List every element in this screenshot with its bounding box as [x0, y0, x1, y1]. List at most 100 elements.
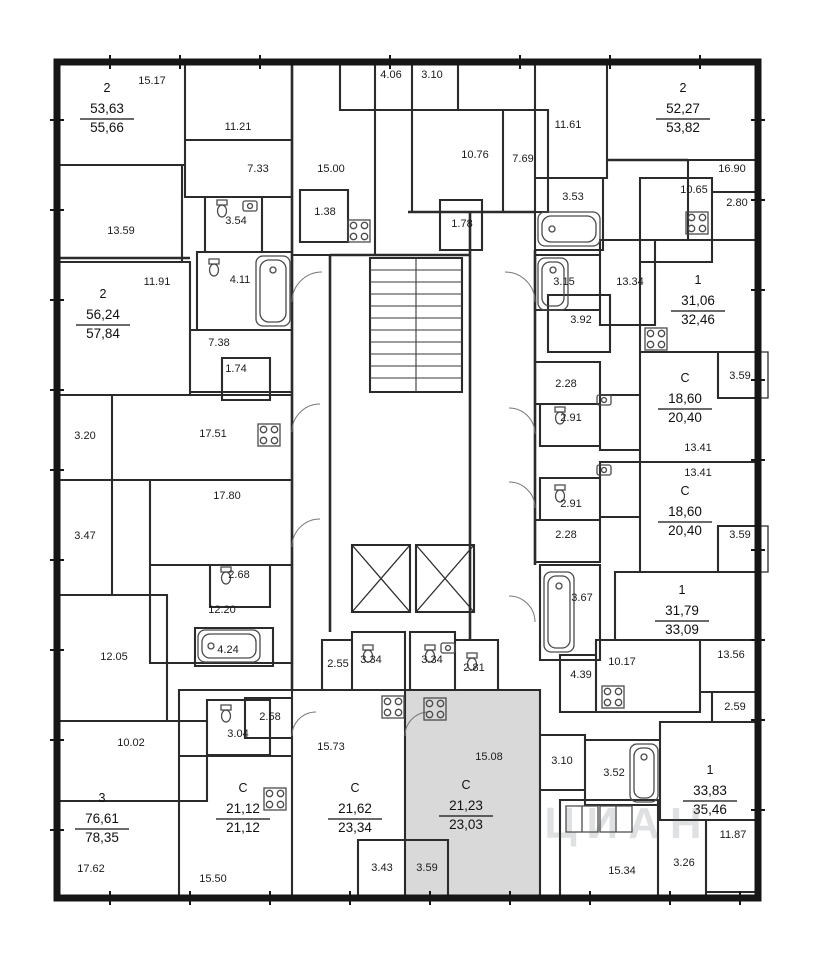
structural-walls [57, 62, 688, 690]
room-area-label: 2.68 [228, 569, 249, 581]
room-area-label: 17.80 [213, 490, 241, 502]
room-area-label: 11.91 [144, 276, 171, 288]
room-area-label: 10.65 [680, 184, 708, 196]
apartment-living-area: 21,62 [338, 801, 372, 816]
stove-icon [257, 423, 281, 447]
apartment-total-area: 53,82 [666, 120, 700, 135]
staircase [368, 256, 464, 394]
apartment-stamp: 3 76,61 78,35 [75, 791, 129, 845]
apartment-stamp: 2 52,27 53,82 [656, 81, 710, 135]
sink-icon [596, 464, 612, 476]
apartment-type: С [680, 484, 689, 498]
apartment-stamp: С 18,60 20,40 [658, 371, 712, 425]
room-area-label: 16.90 [718, 163, 746, 175]
room-area-label: 7.33 [247, 163, 268, 175]
room-area-label: 11.61 [555, 119, 582, 131]
toilet-icon [362, 644, 374, 663]
apartment-type: С [461, 778, 470, 792]
apartment-stamp: 2 53,63 55,66 [80, 81, 134, 135]
stove-icon [423, 697, 447, 721]
apartment-type: 1 [707, 763, 714, 777]
room-area-label: 12.05 [100, 651, 128, 663]
sink-icon [440, 642, 456, 654]
room-area-label: 3.20 [74, 430, 95, 442]
room-area-label: 2.81 [463, 662, 484, 674]
stair-steps [370, 258, 462, 392]
apartment-total-area: 20,40 [668, 523, 702, 538]
apartment-type: 1 [679, 583, 686, 597]
room-area-label: 3.34 [421, 654, 442, 666]
room-area-label: 17.51 [199, 428, 227, 440]
room-labels: 15.17 11.21 4.06 3.10 11.61 10.76 7.69 1… [74, 69, 750, 885]
apartment-type: 2 [100, 287, 107, 301]
stove-icon [601, 685, 625, 709]
room-area-label: 11.87 [720, 829, 747, 841]
apartment-total-area: 57,84 [86, 326, 120, 341]
bathtub-icon [543, 571, 575, 653]
door-arcs [291, 271, 536, 737]
apartment-stamp-selected[interactable]: С 21,23 23,03 [439, 778, 493, 832]
bathtub-icon [537, 257, 569, 311]
room-area-label: 3.10 [421, 69, 442, 81]
elevator-cross-icon [351, 544, 475, 613]
room-area-label: 13.41 [684, 442, 712, 454]
stair-shaft [368, 256, 464, 394]
room-area-label: 15.17 [138, 75, 166, 87]
toilet-icon [466, 652, 478, 671]
toilet-icon [220, 704, 232, 723]
apartment-type: С [680, 371, 689, 385]
toilet-icon [554, 484, 566, 503]
room-area-label: 3.52 [603, 767, 624, 779]
apartment-total-area: 20,40 [668, 410, 702, 425]
room-area-label: 3.59 [729, 529, 750, 541]
room-area-label: 3.59 [416, 862, 437, 874]
room-area-label: 3.47 [74, 530, 95, 542]
apartment-type: С [350, 781, 359, 795]
stove-icon [347, 219, 371, 243]
room-area-label: 13.59 [107, 225, 135, 237]
bathtub-icon [197, 629, 261, 663]
room-area-label: 2.58 [259, 711, 280, 723]
apartment-living-area: 53,63 [90, 101, 124, 116]
room-area-label: 4.11 [230, 274, 251, 286]
room-area-label: 13.56 [717, 649, 745, 661]
apartment-stamp: 1 31,06 32,46 [671, 273, 725, 327]
elevators [350, 543, 476, 614]
apartment-living-area: 33,83 [693, 783, 727, 798]
selected-apartment-highlight[interactable] [405, 690, 540, 898]
room-area-label: 15.73 [317, 741, 345, 753]
room-area-label: 3.59 [729, 370, 750, 382]
room-area-label: 11.21 [225, 121, 252, 133]
apartment-stamps: 2 53,63 55,66 2 52,27 53,82 2 56,24 57,8… [75, 81, 737, 845]
elevator-shafts [350, 543, 476, 614]
room-area-label: 15.00 [317, 163, 345, 175]
toilet-icon [220, 566, 232, 585]
room-area-label: 15.08 [475, 751, 503, 763]
apartment-type: 2 [104, 81, 111, 95]
apartment-stamp: С 21,62 23,34 [328, 781, 382, 835]
room-area-label: 12.20 [208, 604, 236, 616]
room-area-label: 2.28 [555, 529, 576, 541]
apartment-stamp: С 18,60 20,40 [658, 484, 712, 538]
sink-icon [596, 394, 612, 406]
room-area-label: 2.59 [724, 701, 745, 713]
highlight-region[interactable] [405, 690, 540, 898]
room-area-label: 13.41 [684, 467, 712, 479]
apartment-stamp: 1 31,79 33,09 [655, 583, 709, 637]
apartment-type: 1 [695, 273, 702, 287]
room-area-label: 1.78 [451, 218, 472, 230]
fixtures [197, 199, 709, 833]
apartment-total-area: 55,66 [90, 120, 124, 135]
room-area-label: 2.28 [555, 378, 576, 390]
stove-icon [644, 327, 668, 351]
sink-icon [242, 200, 258, 212]
room-area-label: 3.92 [570, 314, 591, 326]
wardrobe-icon [565, 805, 633, 833]
bathtub-icon [255, 255, 291, 327]
room-area-label: 3.10 [551, 755, 572, 767]
toilet-icon [424, 644, 436, 663]
room-area-label: 2.55 [327, 658, 348, 670]
bathtub-icon [629, 743, 659, 803]
apartment-living-area: 52,27 [666, 101, 700, 116]
room-area-label: 3.04 [227, 728, 248, 740]
